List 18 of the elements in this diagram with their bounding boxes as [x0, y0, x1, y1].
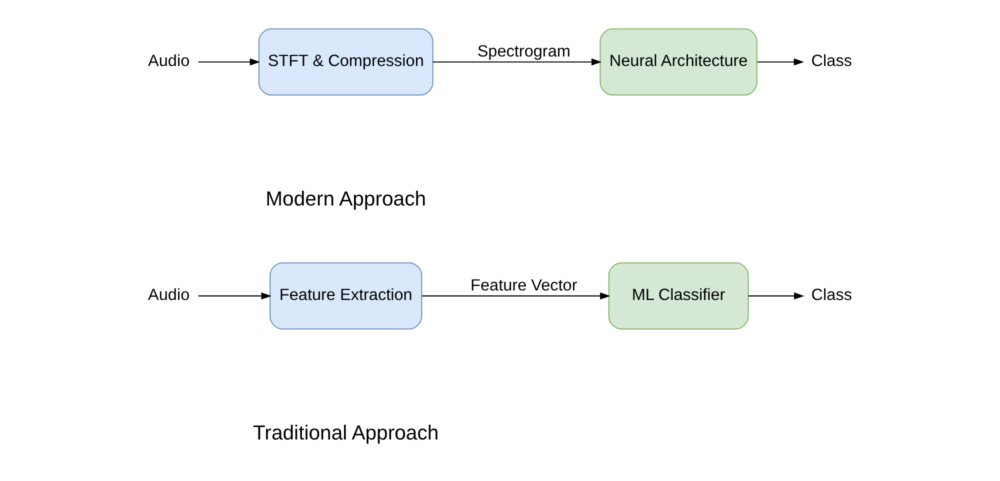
edge-label: Spectrogram	[477, 42, 570, 61]
arrow	[432, 58, 602, 66]
node-box: Feature Extraction	[270, 262, 422, 330]
node-text: Audio	[148, 286, 190, 304]
arrow	[198, 292, 272, 300]
edge-label: Feature Vector	[470, 276, 578, 295]
label: Modern Approach	[266, 188, 426, 210]
node-text: Class	[811, 52, 852, 70]
label: Traditional Approach	[253, 422, 439, 444]
arrow	[748, 292, 804, 300]
arrow	[757, 58, 804, 66]
node-text: Class	[811, 286, 852, 304]
arrow	[422, 292, 610, 300]
node-text: Audio	[148, 52, 190, 70]
arrow	[198, 58, 260, 66]
node-box: ML Classifier	[608, 262, 749, 330]
node-box: STFT & Compression	[258, 28, 434, 96]
node-box: Neural Architecture	[600, 28, 758, 96]
